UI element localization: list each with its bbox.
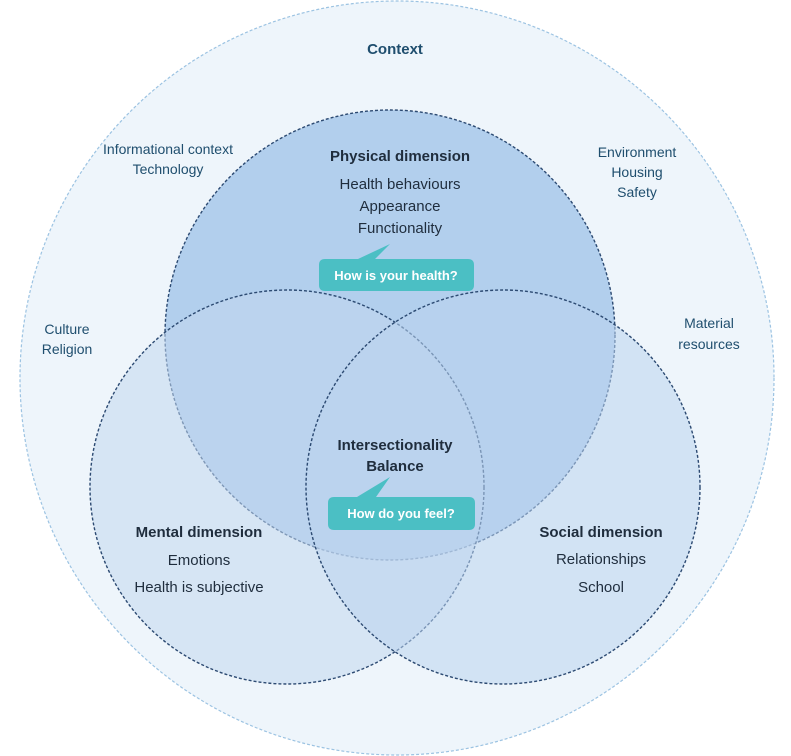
physical-item: Functionality <box>358 220 443 237</box>
center-intersectionality-label: Intersectionality <box>337 437 453 454</box>
physical-speech-bubble: How is your health? <box>319 244 474 291</box>
center-speech-bubble: How do you feel? <box>328 477 475 530</box>
context-title: Context <box>367 41 423 58</box>
context-informational-label: Informational context <box>103 141 233 157</box>
context-religion-label: Religion <box>42 341 93 357</box>
social-circle <box>305 289 701 685</box>
center-bubble-text: How do you feel? <box>347 506 455 521</box>
physical-item: Appearance <box>360 198 441 215</box>
physical-bubble-text: How is your health? <box>334 268 458 283</box>
context-culture-label: Culture <box>44 321 89 337</box>
context-housing-label: Housing <box>611 164 662 180</box>
physical-title: Physical dimension <box>330 148 470 165</box>
context-environment-label: Environment <box>598 144 677 160</box>
mental-item: Emotions <box>168 552 231 569</box>
social-title: Social dimension <box>539 524 662 541</box>
context-technology-label: Technology <box>133 161 204 177</box>
mental-item: Health is subjective <box>134 579 263 596</box>
physical-item: Health behaviours <box>340 176 461 193</box>
context-material-label: Material <box>684 315 734 331</box>
mental-title: Mental dimension <box>136 524 263 541</box>
social-item: School <box>578 579 624 596</box>
context-resources-label: resources <box>678 336 739 352</box>
social-item: Relationships <box>556 551 646 568</box>
context-safety-label: Safety <box>617 184 657 200</box>
center-balance-label: Balance <box>366 458 424 475</box>
